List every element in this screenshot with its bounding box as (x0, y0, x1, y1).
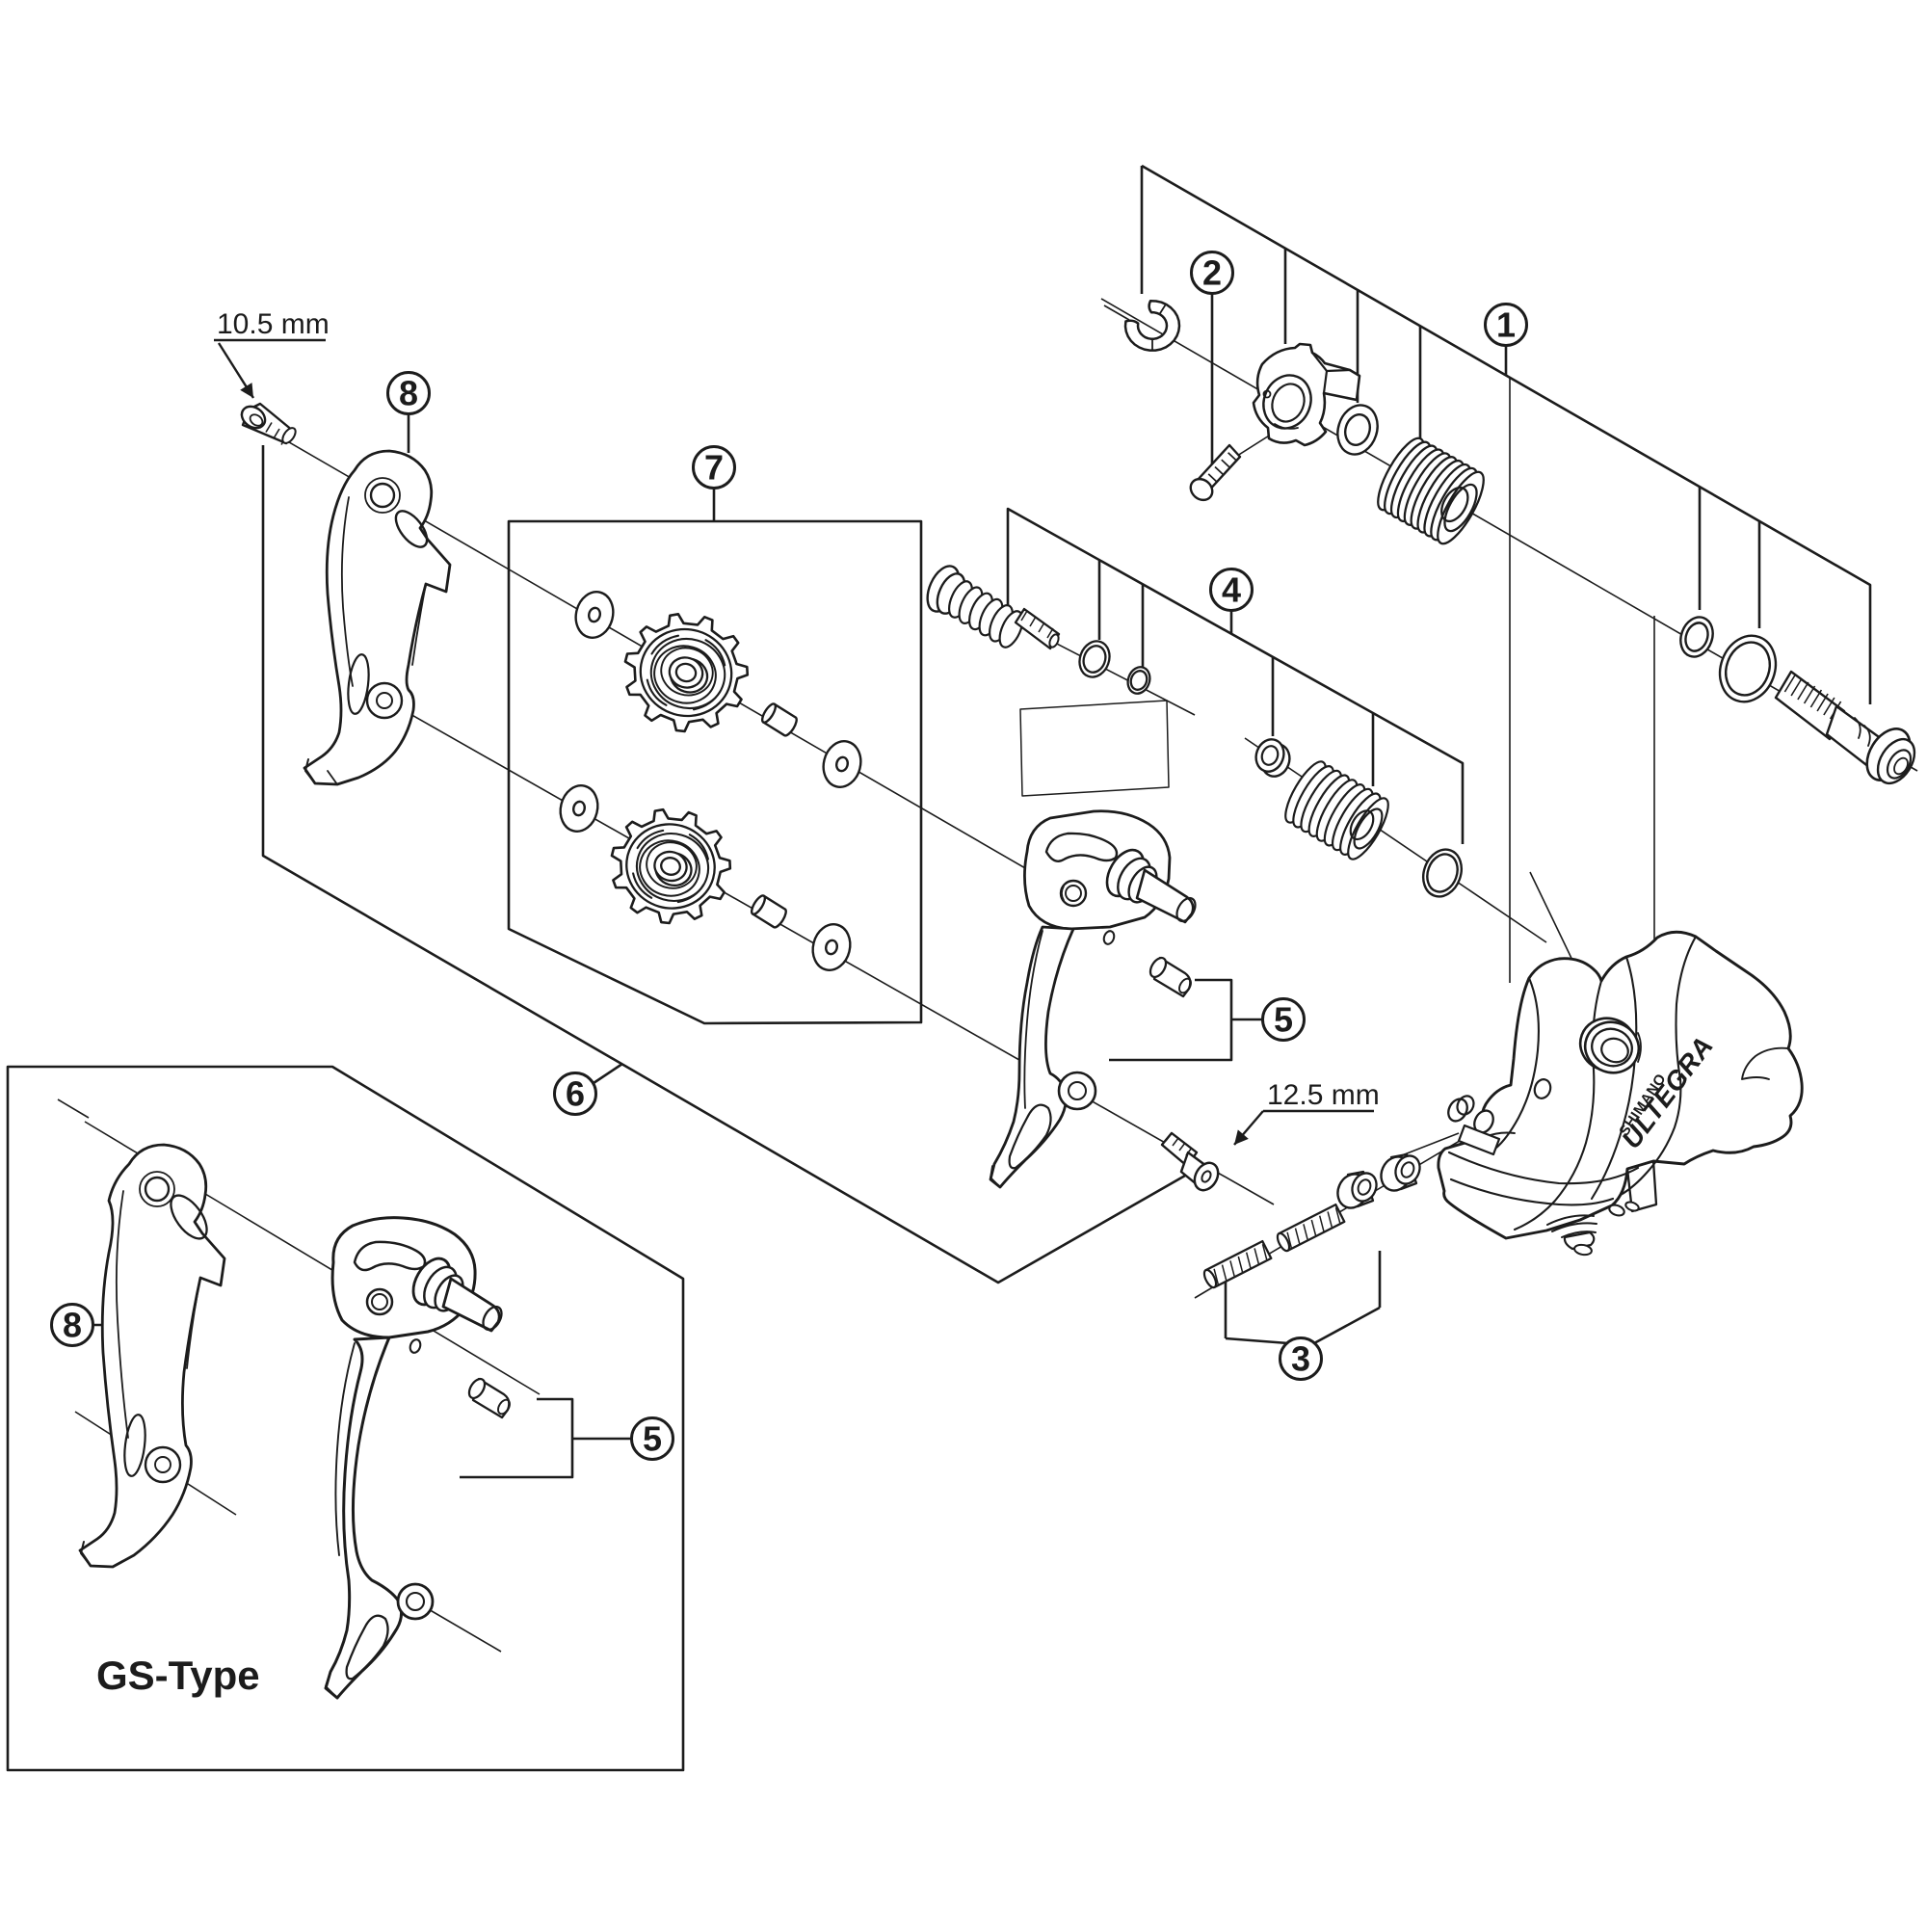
svg-text:2: 2 (1202, 253, 1222, 293)
svg-text:7: 7 (704, 448, 724, 488)
svg-text:12.5 mm: 12.5 mm (1267, 1079, 1380, 1111)
svg-text:8: 8 (399, 374, 418, 413)
svg-text:6: 6 (566, 1074, 585, 1114)
svg-text:5: 5 (1274, 1000, 1293, 1040)
svg-text:5: 5 (643, 1419, 662, 1459)
svg-text:1: 1 (1496, 305, 1516, 345)
svg-text:8: 8 (63, 1306, 82, 1345)
svg-text:10.5 mm: 10.5 mm (217, 308, 330, 340)
svg-text:3: 3 (1291, 1339, 1310, 1379)
svg-text:GS-Type: GS-Type (96, 1653, 260, 1698)
svg-text:4: 4 (1222, 570, 1241, 610)
